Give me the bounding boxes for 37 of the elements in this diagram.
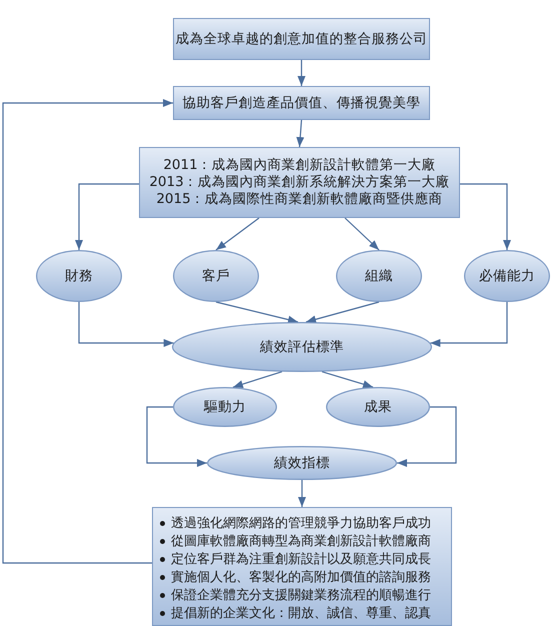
arrow (216, 218, 260, 250)
arrow (78, 302, 174, 347)
ellipse-node: 成果 (326, 387, 430, 427)
box-text: 2011：成為國內商業創新設計軟體第一大廠 (163, 157, 436, 174)
arrow (75, 183, 139, 250)
ellipse-node: 客戶 (173, 250, 259, 302)
ellipse-node: 財務 (36, 250, 122, 302)
arrow (2, 99, 173, 564)
list-item: 從圖庫軟體廠商轉型為商業創新設計軟體廠商 (171, 532, 431, 550)
list-item: 提倡新的企業文化：開放、誠信、尊重、認真 (171, 604, 431, 622)
arrow (322, 371, 374, 388)
ellipse-node: 績效評估標準 (172, 322, 432, 372)
ellipse-node: 組織 (336, 250, 422, 302)
arrow (216, 301, 298, 324)
ellipse-node: 績效指標 (207, 446, 397, 480)
arrow (296, 120, 304, 148)
arrow (298, 60, 306, 86)
arrow (397, 406, 457, 467)
box-text: 2013：成為國內商業創新系統解決方案第一大廠 (149, 174, 450, 191)
ellipse-node: 驅動力 (173, 387, 277, 427)
process-box (139, 147, 460, 218)
ellipse-node: 必備能力 (464, 250, 550, 302)
arrow (460, 183, 511, 250)
arrow (232, 371, 282, 388)
list-box (152, 507, 452, 626)
arrow (430, 302, 508, 347)
box-text: 2015：成為國際性商業創新軟體廠商暨供應商 (156, 191, 443, 208)
process-box: 協助客戶創造產品價值、傳播視覺美學 (173, 86, 430, 120)
arrow (146, 406, 207, 467)
list-item: 透過強化網際網路的管理競爭力協助客戶成功 (171, 514, 431, 532)
process-box: 成為全球卓越的創意加值的整合服務公司 (173, 18, 430, 60)
list-item: 保證企業體充分支援關鍵業務流程的順暢進行 (171, 586, 431, 604)
list-item: 實施個人化、客製化的高附加價值的諮詢服務 (171, 568, 431, 586)
list-item: 定位客戶群為注重創新設計以及願意共同成長 (171, 550, 431, 568)
arrow (298, 480, 306, 507)
arrow (344, 218, 380, 250)
arrow (306, 301, 380, 324)
